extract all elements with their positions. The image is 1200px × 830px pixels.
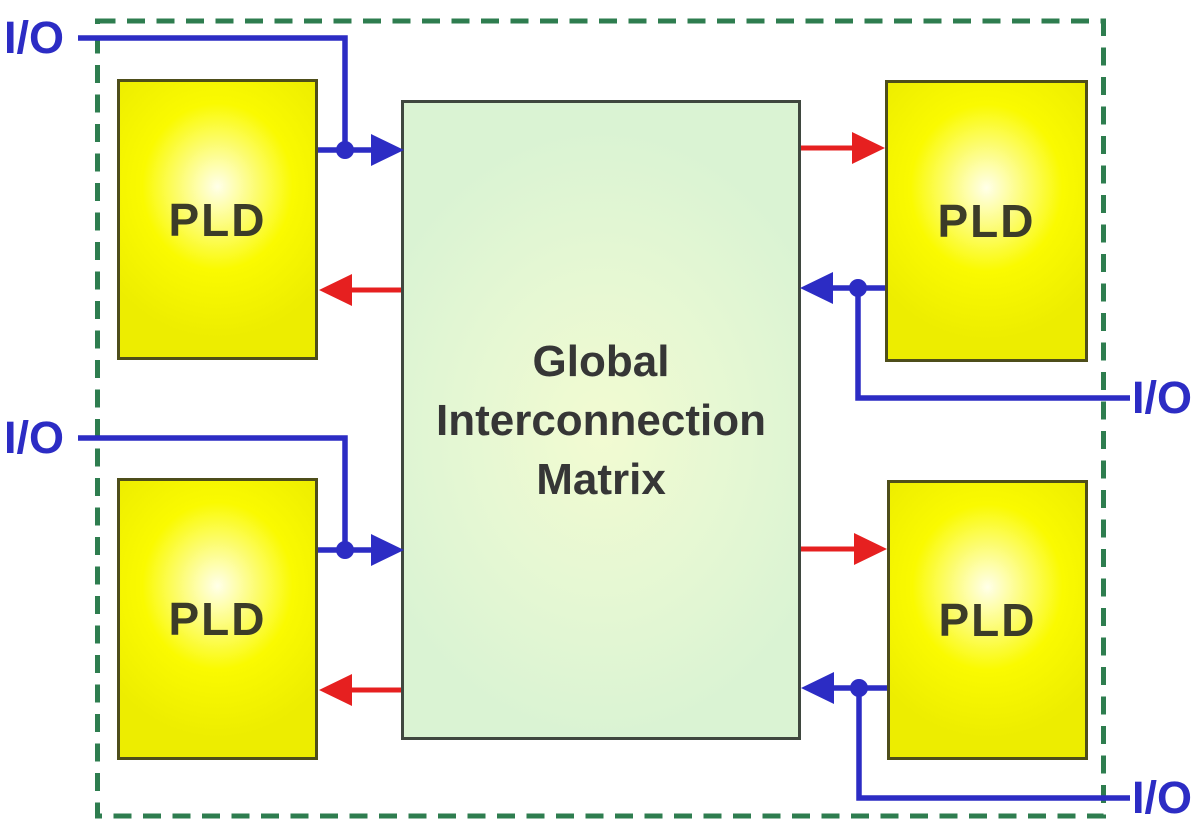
blue-arrowhead-into-matrix-top-left	[371, 134, 404, 166]
blue-arrowhead-into-matrix-top-right	[800, 272, 833, 304]
pld-label-top-left: PLD	[168, 193, 267, 246]
global-interconnection-matrix: Global Interconnection Matrix	[401, 100, 801, 740]
red-arrowhead-into-pld-top-right	[852, 132, 885, 164]
pld-block-top-left: PLD	[117, 79, 318, 360]
io-label-top-right: I/O	[1132, 372, 1193, 423]
matrix-label-line3: Matrix	[536, 454, 666, 504]
io-label-bottom-left: I/O	[4, 412, 65, 463]
io-label-bottom-right: I/O	[1132, 772, 1193, 823]
red-arrowhead-into-pld-bottom-right	[854, 533, 887, 565]
pld-label-bottom-right: PLD	[938, 594, 1037, 646]
matrix-label-line2: Interconnection	[435, 395, 767, 445]
blue-arrowhead-into-matrix-bottom-right	[801, 672, 834, 704]
junction-dot-top-right	[849, 279, 867, 297]
pld-block-top-right: PLD	[885, 80, 1088, 362]
pld-block-bottom-left: PLD	[117, 478, 318, 760]
junction-dot-bottom-right	[850, 679, 868, 697]
junction-dot-bottom-left	[336, 541, 354, 559]
pld-label-bottom-left: PLD	[168, 593, 267, 645]
junction-dot-top-left	[336, 141, 354, 159]
io-label-top-left: I/O	[4, 12, 65, 63]
matrix-label-line1: Global	[532, 336, 670, 386]
red-arrowhead-into-pld-top-left	[319, 274, 352, 306]
pld-block-bottom-right: PLD	[887, 480, 1088, 760]
blue-arrowhead-into-matrix-bottom-left	[371, 534, 404, 566]
pld-label-top-right: PLD	[937, 195, 1036, 247]
red-arrowhead-into-pld-bottom-left	[319, 674, 352, 706]
